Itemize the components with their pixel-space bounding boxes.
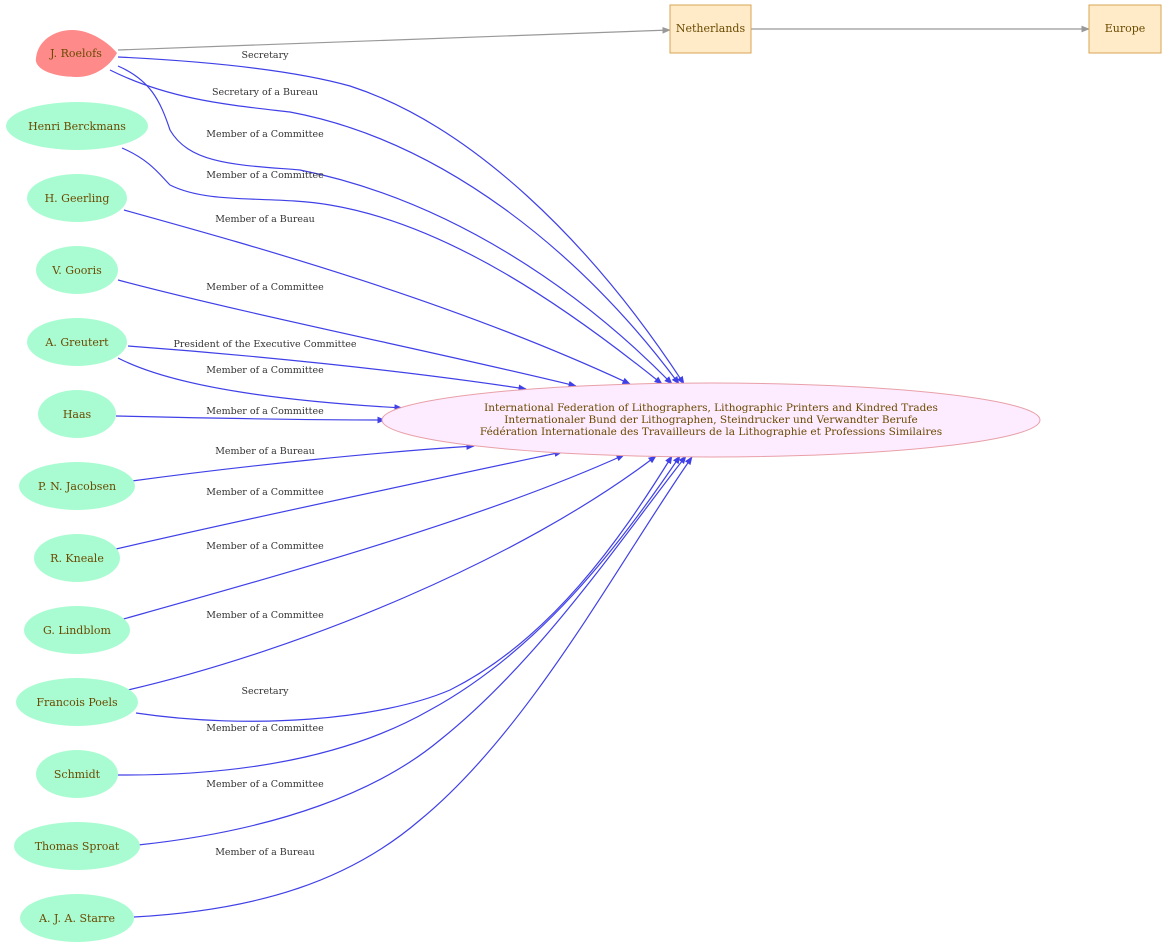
person-node-shape [27, 318, 127, 366]
edge-roelofs-secretary [117, 56, 685, 385]
edge-haas-member-committee [115, 415, 386, 424]
place-node-box [669, 4, 752, 54]
edge-starre-member-bureau [133, 456, 693, 918]
edge-poels-secretary [135, 455, 673, 722]
person-node-shape [16, 678, 138, 726]
person-node-gooris[interactable]: V. Gooris [36, 246, 118, 294]
organization-name-de: Internationaler Bund der Lithographen, S… [504, 414, 917, 426]
edge-labels: Secretary Secretary of a Bureau Member o… [173, 50, 356, 858]
person-node-haas[interactable]: Haas [38, 390, 116, 438]
organization-node[interactable]: International Federation of Lithographer… [381, 382, 1041, 458]
edges [109, 25, 1090, 918]
edge-label: Member of a Committee [206, 610, 324, 621]
person-node-label: A. J. A. Starre [38, 912, 115, 925]
person-node-label: Henri Berckmans [28, 120, 126, 133]
edge-label: Secretary of a Bureau [212, 87, 318, 98]
person-node-shape [14, 822, 140, 870]
person-node-label: G. Lindblom [43, 624, 112, 637]
person-node-schmidt[interactable]: Schmidt [36, 750, 118, 798]
person-node-label: P. N. Jacobsen [38, 480, 116, 493]
person-node-berckmans[interactable]: Henri Berckmans [6, 102, 148, 150]
edge-lindblom-member-committee [119, 454, 625, 621]
person-node-label: Haas [63, 408, 92, 421]
person-node-roelofs[interactable]: J. Roelofs [35, 30, 117, 77]
person-node-sproat[interactable]: Thomas Sproat [14, 822, 140, 870]
person-node-poels[interactable]: Francois Poels [16, 678, 138, 726]
person-node-shape [35, 30, 117, 77]
person-node-shape [20, 894, 134, 942]
edge-kneale-member-committee [115, 450, 563, 550]
edge-label: Member of a Committee [206, 406, 324, 417]
edge-label: Member of a Committee [206, 365, 324, 376]
edge-berckmans-member-committee [121, 147, 663, 385]
edge-label: Member of a Committee [206, 779, 324, 790]
person-node-label: Francois Poels [36, 696, 118, 709]
person-node-shape [38, 390, 116, 438]
edge-label: Secretary [241, 50, 289, 61]
person-node-shape [36, 750, 118, 798]
edge-sproat-member-committee [137, 455, 687, 846]
edge-gooris-member-committee [117, 279, 577, 388]
person-node-label: R. Kneale [50, 552, 104, 565]
edge-jacobsen-member-bureau [131, 443, 475, 482]
person-node-label: V. Gooris [51, 264, 102, 277]
edge-poels-member-committee [127, 455, 657, 691]
person-node-label: H. Geerling [45, 192, 110, 205]
edge-label: Member of a Committee [206, 723, 324, 734]
person-node-kneale[interactable]: R. Kneale [34, 534, 120, 582]
organization-name-fr: Fédération Internationale des Travailleu… [480, 426, 942, 438]
edge-roelofs-secretary-bureau [109, 69, 680, 385]
edge-label: Member of a Bureau [215, 214, 315, 225]
organization-ellipse [381, 382, 1041, 458]
person-node-lindblom[interactable]: G. Lindblom [24, 606, 130, 654]
person-node-label: Thomas Sproat [35, 840, 120, 853]
edge-label: Member of a Bureau [215, 446, 315, 457]
edge-label: Member of a Committee [206, 129, 324, 140]
edge-label: Member of a Committee [206, 541, 324, 552]
person-node-shape [19, 462, 135, 510]
edge-label: Member of a Bureau [215, 847, 315, 858]
edge-label: Member of a Committee [206, 487, 324, 498]
place-node-label: Europe [1105, 22, 1146, 35]
place-node-europe[interactable]: Europe [1088, 4, 1162, 54]
edge-roelofs-member-committee [117, 65, 673, 385]
person-node-shape [36, 246, 118, 294]
person-node-greutert[interactable]: A. Greutert [27, 318, 127, 366]
place-node-label: Netherlands [676, 22, 746, 35]
person-node-shape [34, 534, 120, 582]
person-node-shape [27, 174, 127, 222]
edge-label: Member of a Committee [206, 170, 324, 181]
person-node-shape [6, 102, 148, 150]
organization-name-en: International Federation of Lithographer… [484, 402, 938, 414]
person-node-jacobsen[interactable]: P. N. Jacobsen [19, 462, 135, 510]
person-node-label: A. Greutert [44, 336, 109, 349]
person-node-starre[interactable]: A. J. A. Starre [20, 894, 134, 942]
edge-greutert-member-committee [117, 357, 403, 411]
person-node-label: J. Roelofs [49, 47, 102, 60]
edge-label: Member of a Committee [206, 282, 324, 293]
person-node-shape [24, 606, 130, 654]
edge-label: Secretary [241, 686, 289, 697]
place-node-box [1088, 4, 1162, 54]
edge-greutert-president [127, 345, 527, 392]
edge-geerling-member-bureau [123, 209, 631, 385]
edge-roelofs-netherlands [117, 26, 671, 51]
place-node-netherlands[interactable]: Netherlands [669, 4, 752, 54]
person-node-geerling[interactable]: H. Geerling [27, 174, 127, 222]
edge-label: President of the Executive Committee [173, 339, 356, 350]
edge-schmidt-member-committee [117, 455, 681, 776]
person-node-label: Schmidt [54, 768, 101, 781]
